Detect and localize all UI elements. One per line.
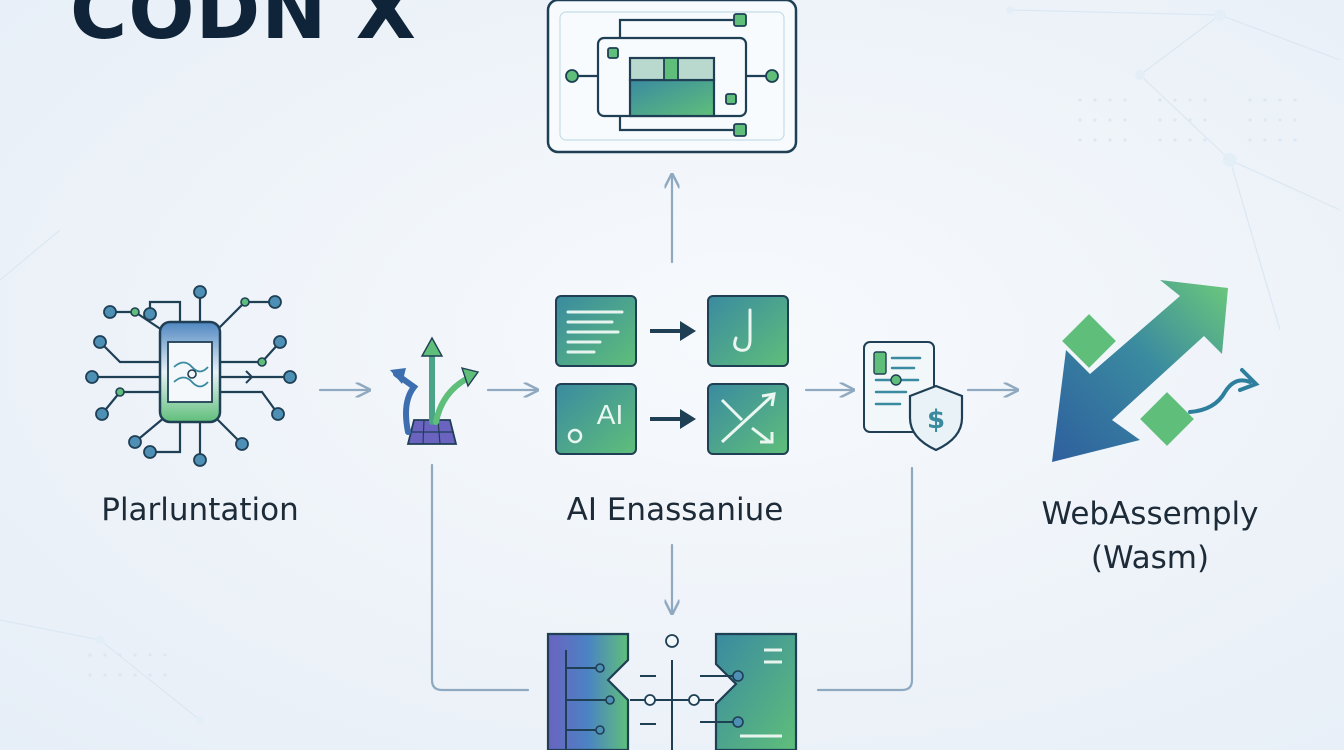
crossing-arrows-icon [707, 383, 789, 455]
planning-label: Plarluntation [101, 492, 299, 528]
hook-icon [707, 295, 789, 367]
server-rack-icon [546, 632, 798, 750]
wasm-label-line1: WebAssemply [1041, 496, 1259, 532]
ai-node-icon: AI [555, 383, 637, 455]
ai-tiles: AI [555, 295, 789, 455]
wasm-label: WebAssemply (Wasm) [1000, 492, 1300, 580]
invoice-shield-icon: $ [863, 341, 964, 452]
diagonal-arrow-icon [1052, 280, 1260, 462]
ai-label: AI Enassaniue [566, 492, 784, 528]
line-billing-to-bottom [816, 466, 914, 692]
document-lines-icon [555, 295, 637, 367]
currency-symbol: $ [927, 405, 945, 435]
ai-node-text: AI [597, 399, 623, 430]
wasm-label-line2: (Wasm) [1090, 540, 1210, 576]
circuit-chip-icon [85, 285, 297, 467]
circuit-board-icon [546, 0, 798, 154]
branching-arrows-icon [390, 336, 480, 445]
tile-arrows [650, 321, 696, 429]
brand-title: CODN X [70, 0, 417, 57]
line-branch-to-bottom [430, 463, 530, 692]
